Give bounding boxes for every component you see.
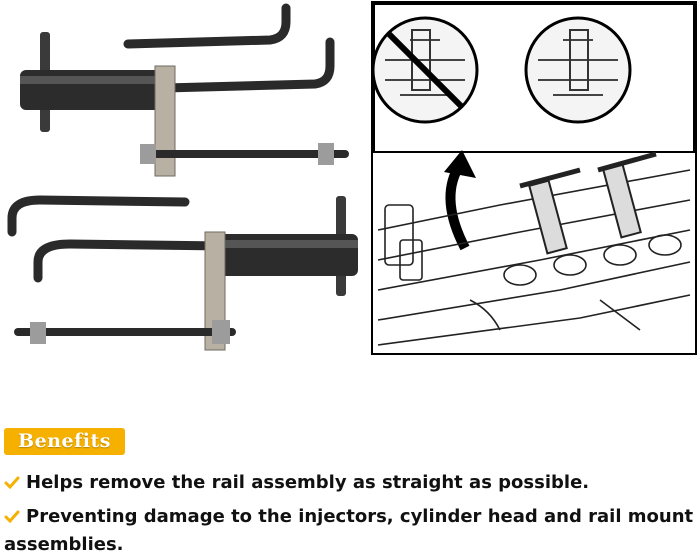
- benefit-item: Preventing damage to the injectors, cyli…: [4, 503, 698, 559]
- correct-method-circle: [524, 16, 632, 124]
- benefit-text: Helps remove the rail assembly as straig…: [26, 472, 590, 493]
- incorrect-method-circle: [371, 16, 479, 124]
- tool-top: [20, 3, 349, 177]
- benefits-badge: Benefits: [4, 428, 125, 455]
- tool-on-engine: [519, 151, 657, 255]
- arrow-icon: [445, 165, 470, 251]
- product-photo: [7, 1, 697, 355]
- installation-diagram: [371, 1, 697, 355]
- checkmark-icon: [4, 476, 20, 490]
- tool-bottom: [7, 195, 358, 351]
- benefit-item: Helps remove the rail assembly as straig…: [4, 469, 698, 497]
- checkmark-icon: [4, 510, 20, 524]
- engine-drawing: [377, 169, 691, 346]
- benefit-text: Preventing damage to the injectors, cyli…: [4, 506, 694, 555]
